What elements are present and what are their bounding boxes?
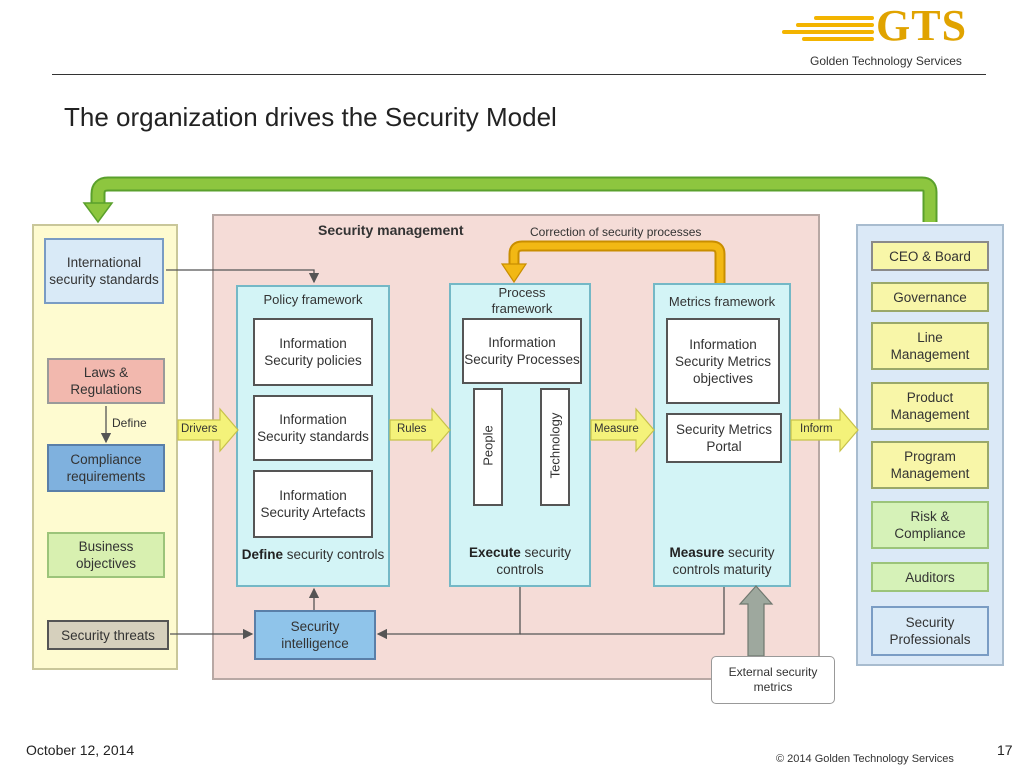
external-metrics-box: External security metrics xyxy=(711,656,835,704)
logo-text: GTS xyxy=(876,1,968,50)
policy-framework-title: Policy framework xyxy=(263,292,363,307)
compliance-box: Compliance requirements xyxy=(47,444,165,492)
stakeholder-product-management: Product Management xyxy=(871,382,989,430)
security-management-title: Security management xyxy=(318,222,464,238)
threats-box: Security threats xyxy=(47,620,169,650)
page-number: 17 xyxy=(997,742,1013,758)
technology-box xyxy=(540,388,570,506)
people-box xyxy=(473,388,503,506)
business-box: Business objectives xyxy=(47,532,165,578)
intl-standards-box: International security standards xyxy=(44,238,164,304)
footer-copyright: © 2014 Golden Technology Services xyxy=(776,753,954,765)
metrics-framework-title: Metrics framework xyxy=(668,294,776,309)
drivers-label: Drivers xyxy=(181,423,218,435)
stakeholder-governance: Governance xyxy=(871,282,989,312)
measure-label: Measure xyxy=(594,423,639,435)
process-controls-label: Execute security controls xyxy=(468,545,572,577)
process-item: Information Security Processes xyxy=(462,318,582,384)
metrics-controls-label: Measure security controls maturity xyxy=(669,545,775,577)
rules-label: Rules xyxy=(397,423,427,435)
correction-label: Correction of security processes xyxy=(530,225,702,239)
metrics-item-2: Security Metrics Portal xyxy=(666,413,782,463)
metrics-item-1: Information Security Metrics objectives xyxy=(666,318,780,404)
people-label: People xyxy=(480,425,496,466)
technology-label: Technology xyxy=(547,412,563,479)
policy-item-3: Information Security Artefacts xyxy=(253,470,373,538)
stakeholder-program-management: Program Management xyxy=(871,441,989,489)
slide-title: The organization drives the Security Mod… xyxy=(64,102,557,132)
policy-item-2: Information Security standards xyxy=(253,395,373,461)
define-label: Define xyxy=(112,416,147,430)
logo-stripes xyxy=(782,16,874,46)
security-intelligence-box: Security intelligence xyxy=(254,610,376,660)
policy-item-1: Information Security policies xyxy=(253,318,373,386)
footer-date: October 12, 2014 xyxy=(26,742,135,758)
stakeholder-risk-compliance: Risk & Compliance xyxy=(871,501,989,549)
gts-logo: GTS Golden Technology Services xyxy=(782,4,982,70)
stakeholder-security-professionals: Security Professionals xyxy=(871,606,989,656)
logo-subtitle: Golden Technology Services xyxy=(810,54,962,68)
stakeholder-line-management: Line Management xyxy=(871,322,989,370)
stakeholder-auditors: Auditors xyxy=(871,562,989,592)
inform-label: Inform xyxy=(800,423,833,435)
header-rule xyxy=(52,74,986,75)
laws-box: Laws & Regulations xyxy=(47,358,165,404)
stakeholder-ceo-board: CEO & Board xyxy=(871,241,989,271)
process-framework-title: Process framework xyxy=(491,285,553,316)
policy-controls-label: Define security controls xyxy=(241,547,385,562)
feedback-loop-arrowhead xyxy=(82,202,114,224)
